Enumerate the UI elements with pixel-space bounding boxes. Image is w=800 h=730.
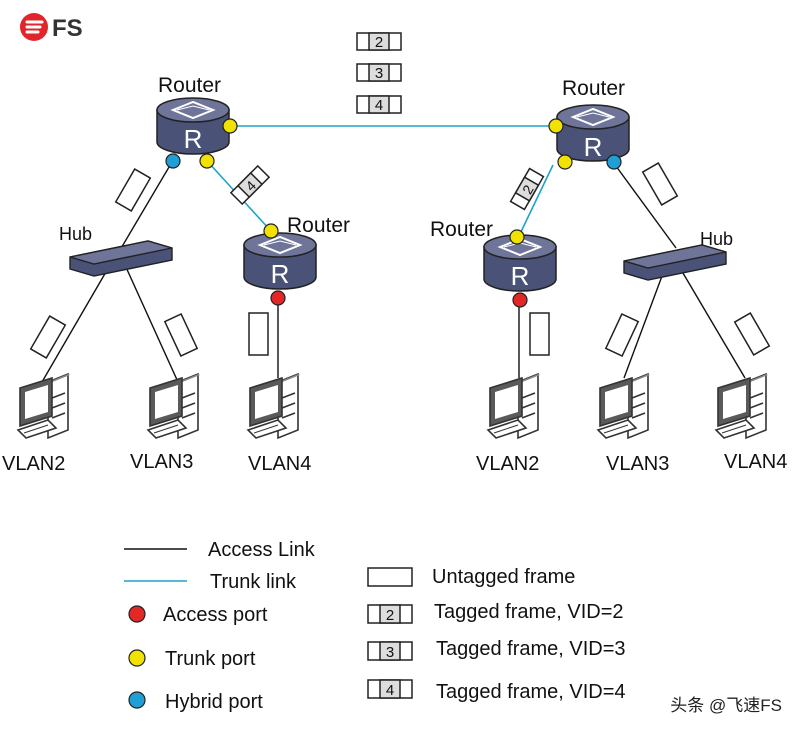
untagged-frame: [114, 168, 152, 212]
pc-label: VLAN2: [2, 453, 65, 475]
tagged-frame-left-trunk: 4: [229, 164, 271, 206]
hybrid-port-icon: [165, 153, 181, 169]
ports: [165, 118, 622, 308]
untagged-frame: [641, 162, 679, 206]
tagged-4-swatch: 4: [367, 679, 413, 699]
legend-access-link: Access Link: [208, 539, 316, 561]
tagged-frame-top-3: 3: [356, 63, 402, 82]
access-link: [612, 161, 677, 249]
logo-stripes-icon: [25, 20, 44, 34]
watermark: 头条 @飞速FS: [670, 696, 782, 715]
untagged-frame: [529, 312, 550, 356]
access-port-icon: [128, 605, 146, 623]
trunk-link-right: [517, 164, 554, 239]
router-letter: R: [184, 124, 203, 154]
access-link: [623, 267, 666, 379]
untagged-frame: [733, 312, 771, 356]
pc-vlan2-left: VLAN2: [2, 373, 71, 475]
router-label: Router: [287, 214, 350, 237]
tagged-2-swatch: 2: [367, 604, 413, 624]
frame-vid: 2: [386, 607, 394, 624]
hub-right: Hub: [623, 229, 733, 281]
trunk-port-icon: [263, 223, 279, 239]
router-mid-right: R Router: [430, 218, 557, 292]
untagged-frame: [604, 312, 640, 358]
legend-trunk-port: Trunk port: [165, 648, 256, 670]
pc-label: VLAN2: [476, 453, 539, 475]
hub-label: Hub: [59, 224, 92, 244]
legend-untagged: Untagged frame: [432, 566, 575, 588]
trunk-port-icon: [222, 118, 238, 134]
logo-text: FS: [52, 15, 83, 42]
hub-left: Hub: [59, 224, 173, 277]
trunk-port-icon: [509, 229, 525, 245]
frame-vid: 4: [375, 97, 383, 114]
legend-access-port: Access port: [163, 604, 268, 626]
router-left: R Router: [156, 74, 230, 155]
access-link: [124, 264, 179, 383]
untagged-frame: [163, 312, 199, 358]
access-port-icon: [270, 290, 286, 306]
legend-hybrid-port: Hybrid port: [165, 691, 263, 713]
router-letter: R: [584, 132, 603, 162]
pc-label: VLAN4: [724, 451, 787, 473]
pc-label: VLAN3: [130, 451, 193, 473]
pc-vlan4-right: VLAN4: [715, 373, 787, 473]
pc-vlan2-right: VLAN2: [476, 373, 541, 475]
trunk-port-icon: [548, 118, 564, 134]
hub-label: Hub: [700, 229, 733, 249]
legend-tagged-3: Tagged frame, VID=3: [436, 638, 626, 660]
hybrid-port-icon: [128, 691, 146, 709]
router-right: R Router: [556, 77, 630, 162]
frame-vid: 4: [386, 682, 394, 699]
router-mid-left: R Router: [243, 214, 350, 290]
untagged-frame: [29, 315, 67, 359]
untagged-frames: [29, 162, 771, 359]
router-label: Router: [158, 74, 221, 97]
access-link: [679, 267, 746, 379]
untagged-frame: [248, 312, 269, 356]
router-letter: R: [511, 261, 530, 291]
access-link: [41, 264, 111, 383]
trunk-port-icon: [557, 154, 573, 170]
trunk-port-icon: [199, 153, 215, 169]
untagged-frame-swatch: [367, 567, 413, 587]
router-label: Router: [430, 218, 493, 241]
tagged-frame-top-2: 2: [356, 32, 402, 51]
pc-vlan3-left: VLAN3: [130, 373, 201, 473]
frame-vid: 3: [375, 65, 383, 82]
tagged-frame-right-trunk: 2: [509, 167, 545, 211]
frame-vid: 3: [386, 644, 394, 661]
access-link: [119, 161, 173, 251]
access-port-icon: [512, 292, 528, 308]
legend-trunk-link: Trunk link: [210, 571, 297, 593]
legend-tagged-2: Tagged frame, VID=2: [434, 601, 624, 623]
legend-tagged-4: Tagged frame, VID=4: [436, 681, 626, 703]
router-label: Router: [562, 77, 625, 100]
pc-label: VLAN3: [606, 453, 669, 475]
router-letter: R: [271, 259, 290, 289]
top-tagged-frames: 2 3 4: [356, 32, 402, 114]
tagged-3-swatch: 3: [367, 641, 413, 661]
pc-vlan3-right: VLAN3: [597, 373, 669, 475]
trunk-port-icon: [128, 649, 146, 667]
tagged-frame-top-4: 4: [356, 95, 402, 114]
links: [41, 125, 746, 383]
legend: Access Link Trunk link Access port Trunk…: [124, 539, 626, 713]
pc-label: VLAN4: [248, 453, 311, 475]
pc-vlan4-left: VLAN4: [247, 373, 311, 475]
hybrid-port-icon: [606, 154, 622, 170]
fs-logo: FS: [20, 13, 83, 42]
frame-vid: 2: [375, 34, 383, 51]
